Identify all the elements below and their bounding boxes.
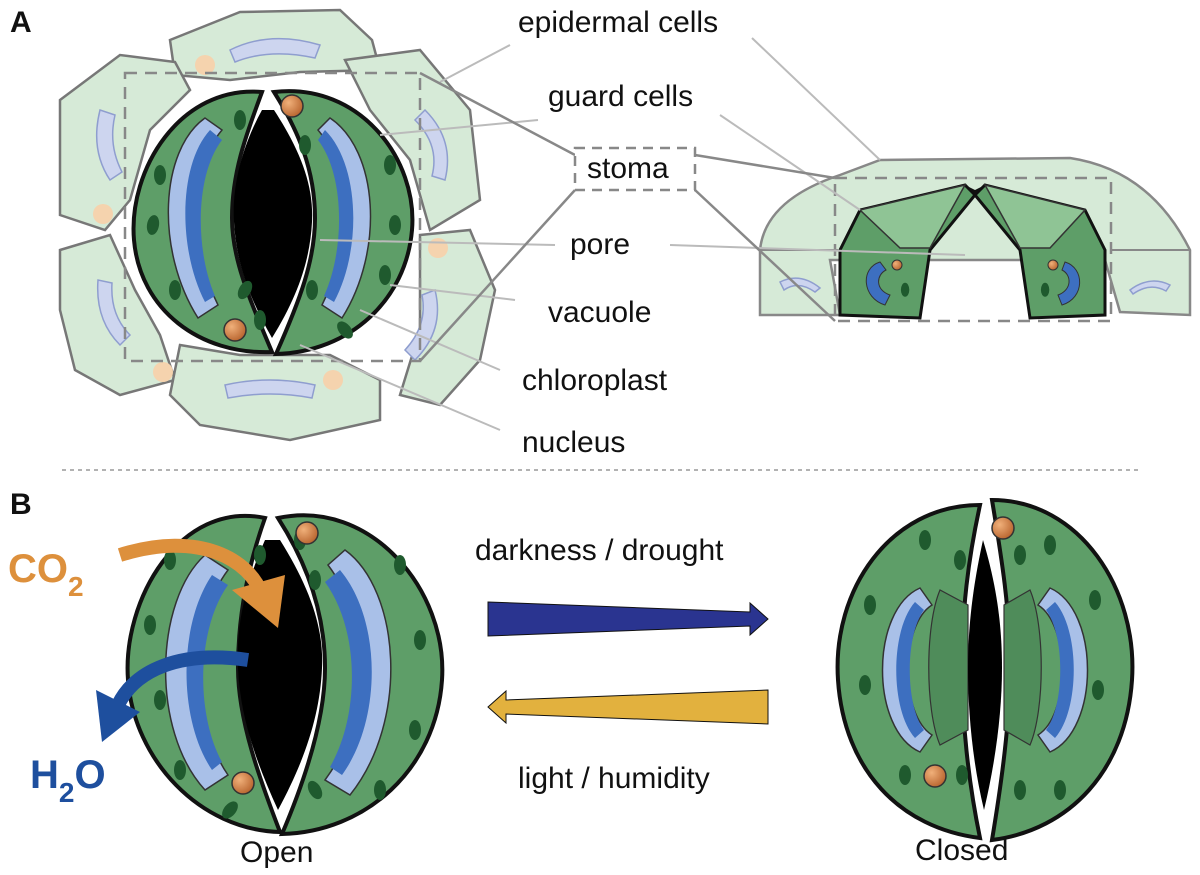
label-stoma: stoma: [587, 152, 669, 185]
nucleus-bottom: [223, 318, 247, 342]
closed-pore: [968, 540, 1002, 810]
guard-cells-surface: [131, 89, 415, 357]
label-open: Open: [240, 836, 313, 869]
co2-label: CO2: [8, 547, 84, 602]
stoma-zoom-box: [123, 71, 422, 363]
panel-a-label: A: [10, 6, 32, 39]
arrow-to-closed: [487, 601, 769, 637]
co2-arrow: [117, 538, 285, 628]
label-pore: pore: [570, 228, 630, 261]
label-chloroplast: chloroplast: [522, 364, 668, 397]
arrow-to-open: [487, 689, 769, 725]
section-zoom-box: [833, 176, 1113, 323]
panel-b-label: B: [10, 488, 32, 521]
stoma-label-box: [573, 146, 697, 192]
closed-nucleus-bottom: [923, 764, 947, 788]
label-nucleus: nucleus: [522, 426, 625, 459]
guard-cell-left: [131, 89, 275, 355]
epidermal-cells-group: [58, 8, 497, 442]
label-darkness-drought: darkness / drought: [475, 534, 724, 567]
open-nucleus-top: [295, 521, 319, 545]
h2o-arrow: [96, 650, 250, 742]
closed-nucleus-top: [991, 516, 1015, 540]
label-guard-cells: guard cells: [548, 80, 693, 113]
cross-section: [758, 156, 1192, 323]
h2o-label: H2O: [30, 753, 106, 808]
open-stoma: [125, 513, 445, 837]
label-vacuole: vacuole: [548, 296, 651, 329]
epidermal-cell: [398, 228, 497, 407]
leader-lines: [299, 37, 966, 431]
epidermal-cell: [58, 53, 192, 232]
label-light-humidity: light / humidity: [518, 762, 710, 795]
closed-stoma: [835, 497, 1135, 843]
label-epidermal-cells: epidermal cells: [518, 6, 718, 39]
epidermal-cell: [343, 48, 482, 232]
open-nucleus-bottom: [231, 771, 255, 795]
nucleus-top: [280, 94, 304, 118]
label-closed: Closed: [915, 834, 1008, 867]
pore: [233, 110, 313, 338]
stoma-connectors: [419, 71, 836, 362]
